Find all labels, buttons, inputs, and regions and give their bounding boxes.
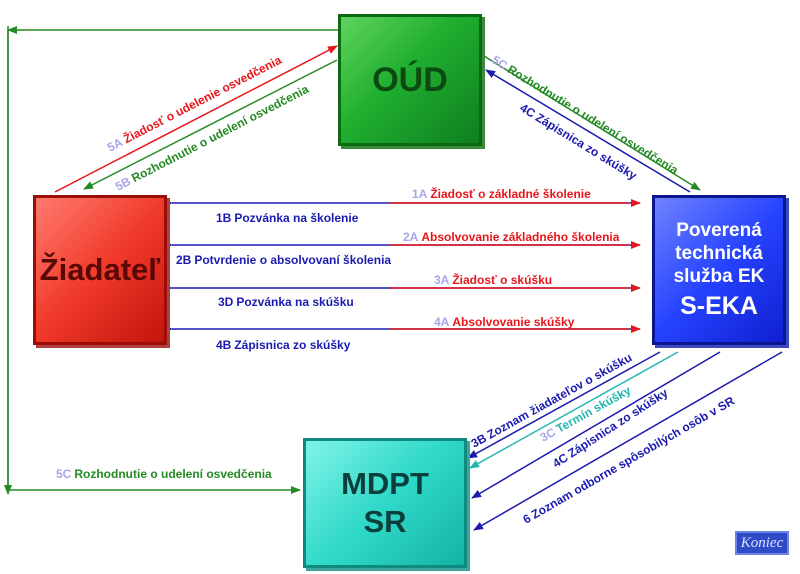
label-5c-top: 5CRozhodnutie o udelení osvedčenia <box>489 53 681 178</box>
node-seka-line-1: Poverená <box>676 220 762 241</box>
node-ziadatel: Žiadateľ <box>33 195 167 345</box>
node-oud-label: OÚD <box>372 60 448 99</box>
node-seka-line-3: služba EK <box>673 266 765 287</box>
edge-3b-arrow <box>467 351 661 459</box>
node-seka-line-2: technická <box>675 243 763 264</box>
edge-5a-arrow <box>54 45 338 193</box>
edge-4c-top-arrow <box>485 69 691 193</box>
node-mdpt-line-1: MDPT <box>341 466 429 501</box>
node-mdpt-line-2: SR <box>363 504 407 539</box>
node-seka: Poverená technická služba EK S-EKA <box>652 195 786 345</box>
edge-6-arrow <box>473 351 783 531</box>
koniec-button-label: Koniec <box>740 534 784 551</box>
node-mdpt-sr: MDPT SR <box>303 438 467 568</box>
node-seka-abbr: S-EKA <box>680 292 758 320</box>
edge-5c-top-arrow <box>483 55 701 191</box>
node-oud: OÚD <box>338 14 482 146</box>
edge-3c-arrow <box>469 351 679 469</box>
koniec-button[interactable]: Koniec <box>735 531 789 555</box>
node-ziadatel-label: Žiadateľ <box>39 252 161 287</box>
edge-5b-arrow <box>83 59 338 190</box>
edge-4c-bottom-arrow <box>471 351 721 499</box>
